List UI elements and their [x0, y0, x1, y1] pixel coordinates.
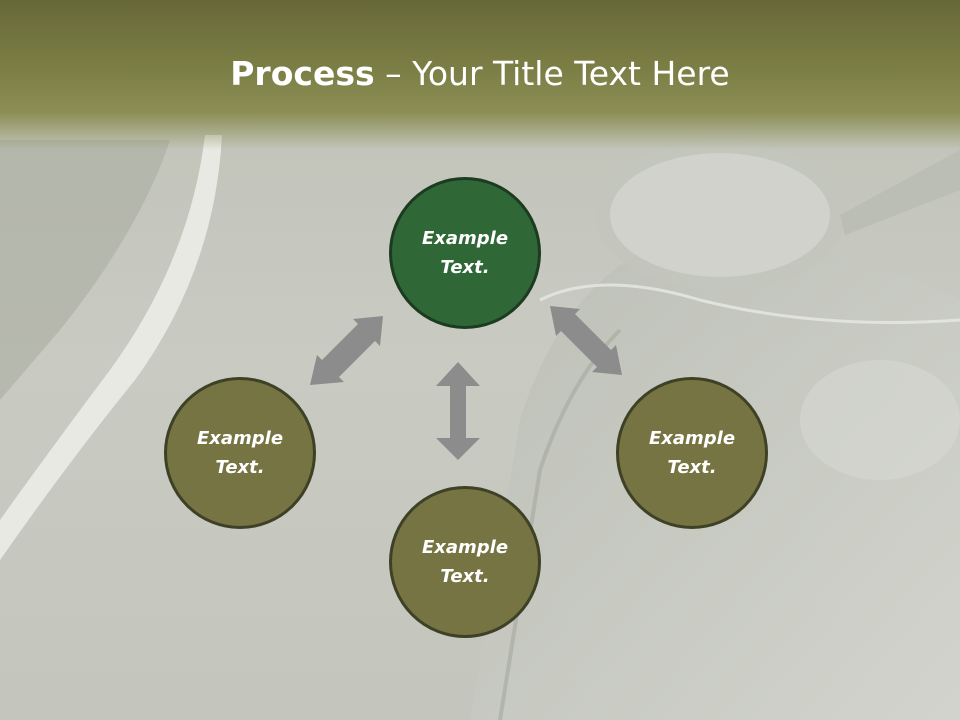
node-bottom-line1: Example	[421, 537, 509, 558]
process-node-top: Example Text.	[389, 177, 541, 329]
double-arrow-top-right	[550, 306, 622, 375]
double-arrow-vertical	[436, 362, 480, 460]
title-bold-part: Process	[230, 54, 375, 93]
node-right-line1: Example	[648, 428, 736, 449]
node-top-line1: Example	[421, 228, 509, 249]
process-node-left: Example Text.	[164, 377, 316, 529]
process-node-right: Example Text.	[616, 377, 768, 529]
process-node-bottom: Example Text.	[389, 486, 541, 638]
node-right-line2: Text.	[667, 457, 717, 478]
double-arrow-top-left	[310, 316, 383, 385]
node-left-line1: Example	[196, 428, 284, 449]
title-bar	[0, 0, 960, 150]
slide-title: Process – Your Title Text Here	[0, 52, 960, 96]
title-rest-part: – Your Title Text Here	[374, 54, 730, 93]
node-bottom-line2: Text.	[440, 566, 490, 587]
node-left-line2: Text.	[215, 457, 265, 478]
node-top-line2: Text.	[440, 257, 490, 278]
